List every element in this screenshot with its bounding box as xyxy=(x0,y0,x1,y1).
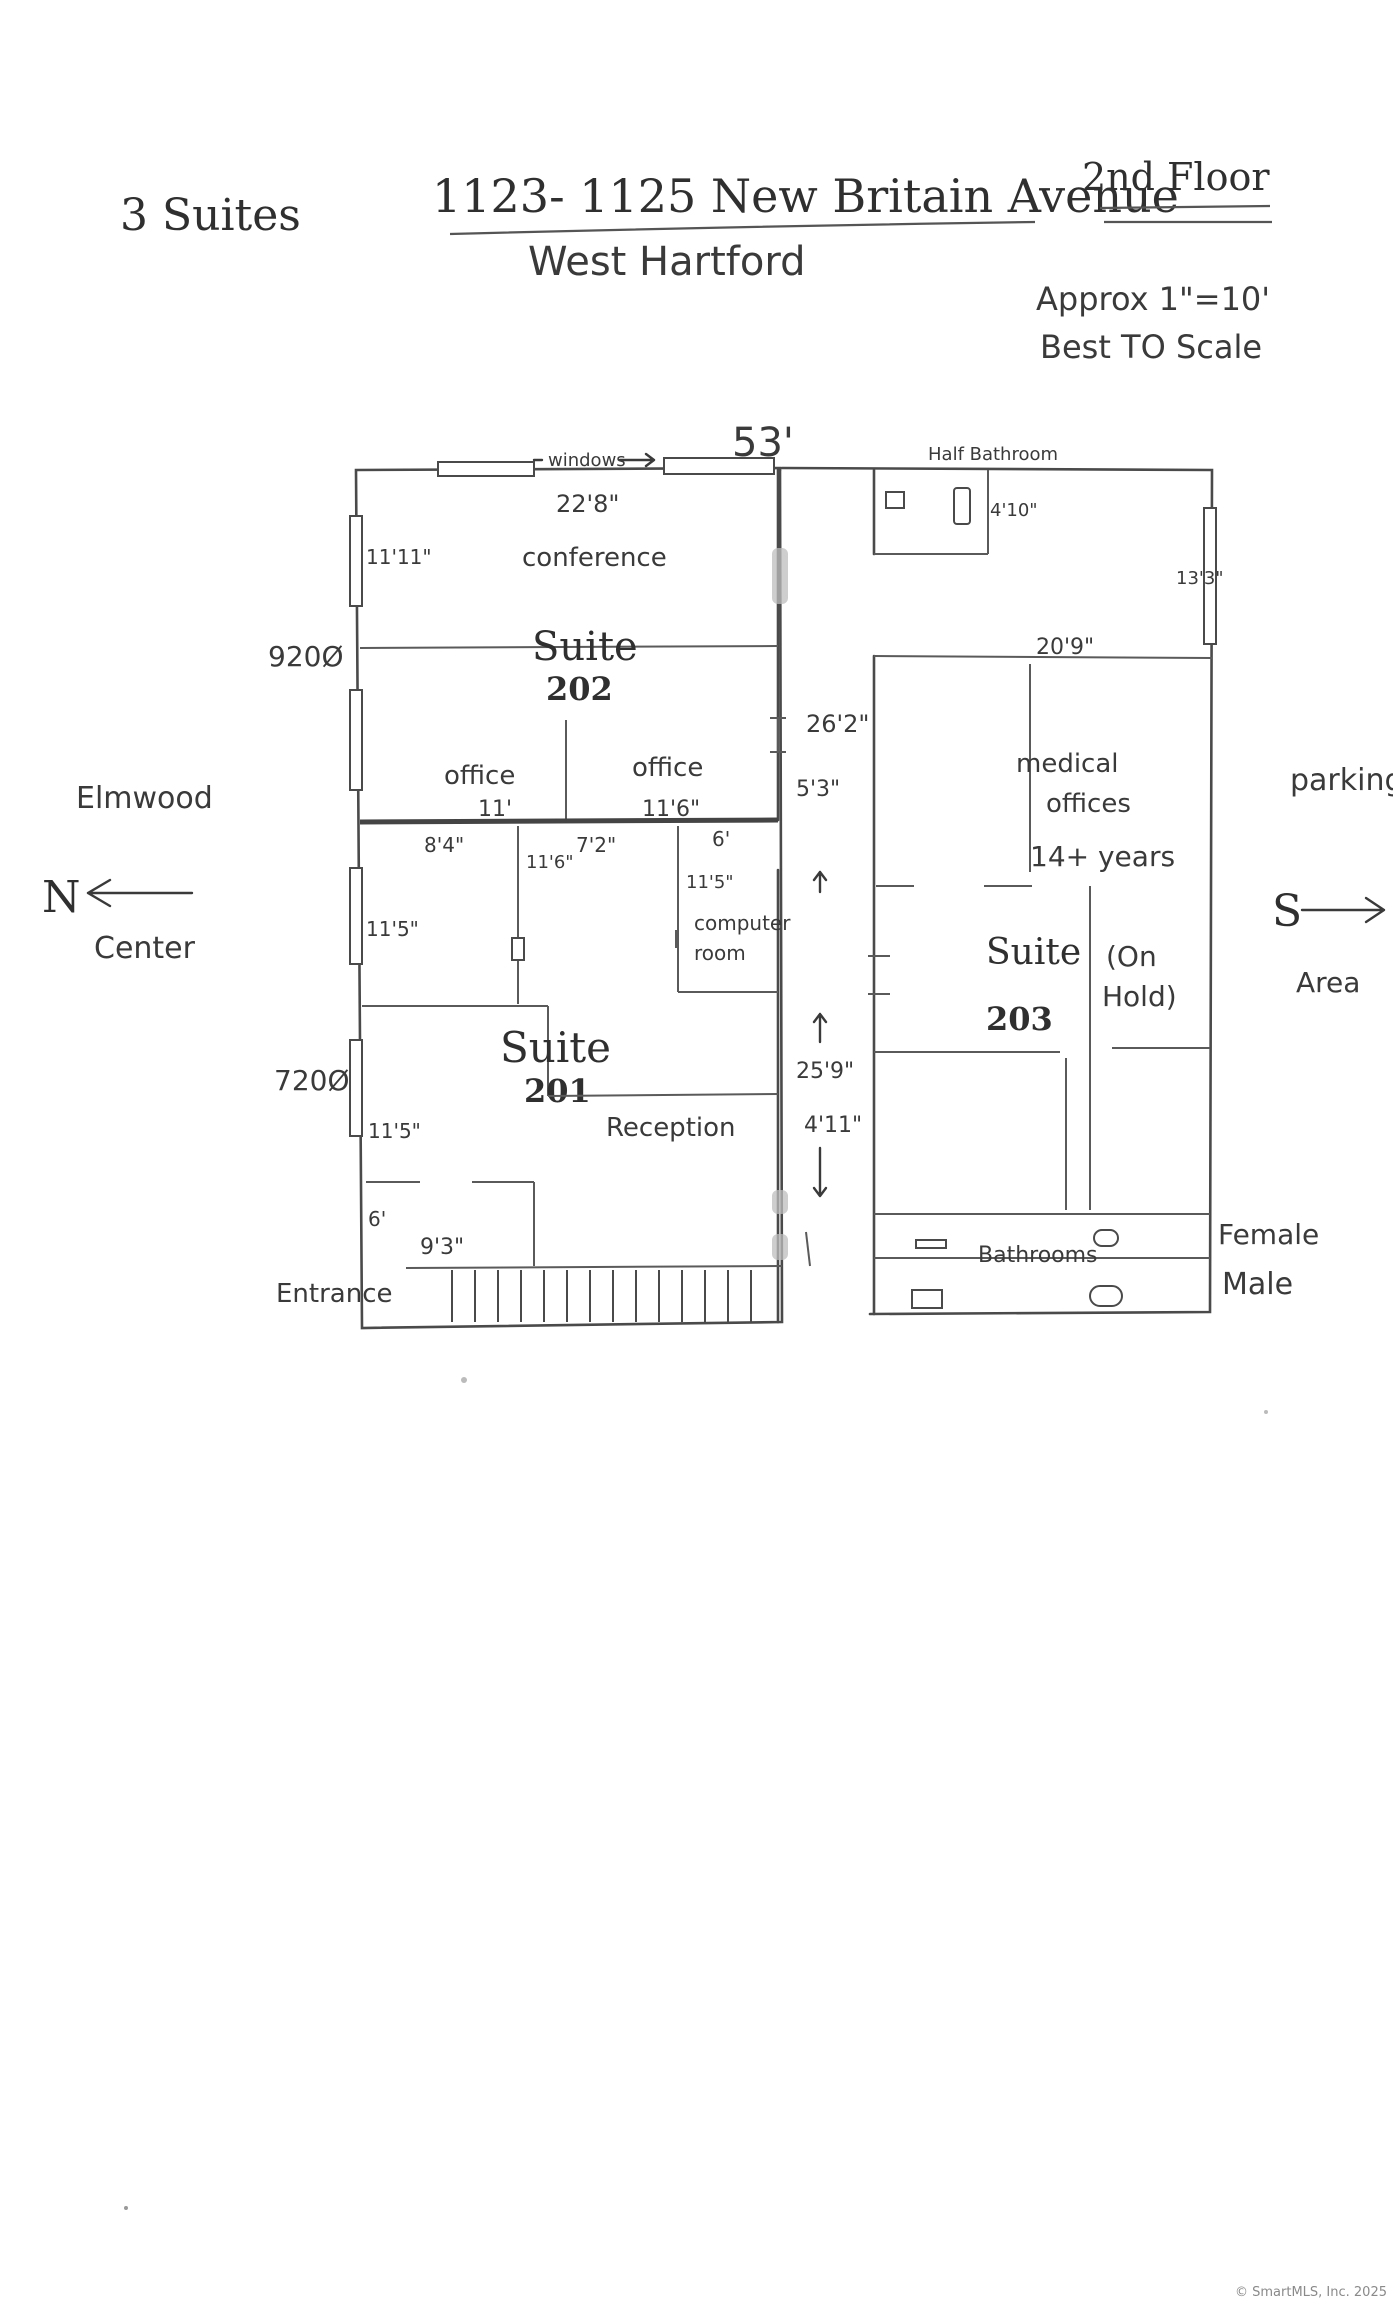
hall-arrow-up-lower xyxy=(812,1012,828,1044)
entry-width-dim: 6' xyxy=(368,1207,386,1231)
suite-202-price: 920Ø xyxy=(268,640,343,673)
suite-201-price: 720Ø xyxy=(274,1064,349,1097)
on-hold-label-1: (On xyxy=(1106,940,1157,973)
west-window-3 xyxy=(349,867,363,965)
parking-label: parking xyxy=(1290,763,1393,798)
suite-count-label: 3 Suites xyxy=(120,190,301,241)
floor-label: 2nd Floor xyxy=(1082,155,1270,199)
half-bathroom-label: Half Bathroom xyxy=(928,444,1058,465)
hall-arrow-down xyxy=(812,1146,828,1198)
address-title: 1123- 1125 New Britain Avenue xyxy=(432,169,1179,223)
area-label: Area xyxy=(1296,966,1360,999)
female-sink xyxy=(915,1239,947,1249)
east-window-upper xyxy=(1203,507,1217,645)
suite-203-number: 203 xyxy=(986,1000,1053,1038)
paper-speck-2 xyxy=(1264,1410,1268,1414)
medical-offices-line1: medical xyxy=(1016,749,1119,779)
elmwood-label: Elmwood xyxy=(76,781,213,816)
medical-width-dim: 20'9" xyxy=(1036,635,1094,660)
stair-dim: 9'3" xyxy=(420,1235,464,1260)
computer-width-dim: 6' xyxy=(712,827,730,851)
west-window-1 xyxy=(349,515,363,607)
hall-upper-length-dim: 26'2" xyxy=(806,710,869,738)
paper-speck-1 xyxy=(461,1377,467,1383)
female-label: Female xyxy=(1218,1218,1319,1251)
address-underline xyxy=(449,220,1036,236)
windows-arrow-right xyxy=(618,452,656,468)
room-b-door xyxy=(511,937,525,961)
north-window-right xyxy=(663,457,775,475)
computer-room-label-1: computer xyxy=(694,911,791,935)
computer-room-label-2: room xyxy=(694,941,746,965)
copyright-note: © SmartMLS, Inc. 2025 xyxy=(1234,2285,1387,2300)
door-mark-lower-1 xyxy=(772,1190,788,1214)
half-bath-toilet xyxy=(953,487,971,525)
hall-door-tick xyxy=(805,1231,811,1267)
suite-203-label: Suite xyxy=(986,932,1081,973)
room-c-depth-dim: 11'5" xyxy=(368,1119,421,1143)
center-label: Center xyxy=(94,931,196,966)
right-building-outline xyxy=(780,466,1214,1316)
reception-label: Reception xyxy=(606,1113,736,1143)
half-bath-dim: 4'10" xyxy=(990,500,1038,521)
paper-speck-3 xyxy=(124,2206,128,2210)
suite-201-label: Suite xyxy=(500,1023,611,1072)
office-right-label: office xyxy=(632,753,703,783)
room-b-depth-dim: 11'6" xyxy=(526,852,574,873)
male-label: Male xyxy=(1222,1267,1293,1302)
male-toilet xyxy=(1089,1285,1123,1307)
room-a-width-dim: 8'4" xyxy=(424,833,464,857)
north-letter: N xyxy=(42,872,81,923)
medical-offices-line2: offices xyxy=(1046,789,1131,819)
total-width-label: 53' xyxy=(732,420,794,466)
scale-note: Best TO Scale xyxy=(1040,328,1262,366)
bathrooms-label: Bathrooms xyxy=(978,1243,1098,1268)
east-window-dim: 13'3" xyxy=(1176,568,1224,589)
town-label: West Hartford xyxy=(528,239,805,285)
female-toilet xyxy=(1093,1229,1119,1247)
scale-label: Approx 1"=10' xyxy=(1036,280,1270,318)
reception-east-wall xyxy=(547,1093,779,1097)
half-bath-sink xyxy=(885,491,905,509)
office-left-label: office xyxy=(444,761,515,791)
office-left-width-dim: 11' xyxy=(478,797,512,822)
suite-boundary-202-201 xyxy=(359,817,779,825)
north-arrow xyxy=(86,878,194,908)
medical-north-wall xyxy=(873,655,1213,659)
hall-lower-width-dim: 4'11" xyxy=(804,1113,862,1138)
west-window-4 xyxy=(349,1039,363,1137)
suite-202-number: 202 xyxy=(546,670,613,708)
south-arrow xyxy=(1300,896,1386,924)
male-sink xyxy=(911,1289,943,1309)
conference-width-dim: 22'8" xyxy=(556,490,619,518)
hall-lower-length-dim: 25'9" xyxy=(796,1059,854,1084)
medical-offices-line3: 14+ years xyxy=(1030,840,1175,873)
computer-depth-dim: 11'5" xyxy=(686,872,734,893)
room-b-width-dim: 7'2" xyxy=(576,833,616,857)
west-window-2 xyxy=(349,689,363,791)
door-mark-lower-2 xyxy=(772,1234,788,1260)
conference-depth-dim: 11'11" xyxy=(366,545,432,569)
office-right-width-dim: 11'6" xyxy=(642,797,700,822)
suite-202-label: Suite xyxy=(532,624,638,670)
windows-label: windows xyxy=(548,450,626,471)
room-a-depth-dim: 11'5" xyxy=(366,917,419,941)
south-letter: S xyxy=(1272,886,1302,937)
north-window-left xyxy=(437,461,535,477)
stair-treads xyxy=(451,1270,752,1322)
conference-room-label: conference xyxy=(522,543,667,573)
suite-201-number: 201 xyxy=(524,1072,591,1110)
hall-arrow-up-upper xyxy=(812,870,828,894)
hall-upper-length-tick xyxy=(770,717,786,753)
conference-divider-line xyxy=(359,645,779,649)
left-building-outline xyxy=(354,466,784,1330)
door-mark-upper xyxy=(772,548,788,604)
entrance-label: Entrance xyxy=(276,1279,393,1309)
floor-underline-1 xyxy=(1099,204,1271,210)
on-hold-label-2: Hold) xyxy=(1102,980,1177,1013)
stair-top-line xyxy=(405,1265,783,1269)
hall-upper-width-dim: 5'3" xyxy=(796,777,840,802)
